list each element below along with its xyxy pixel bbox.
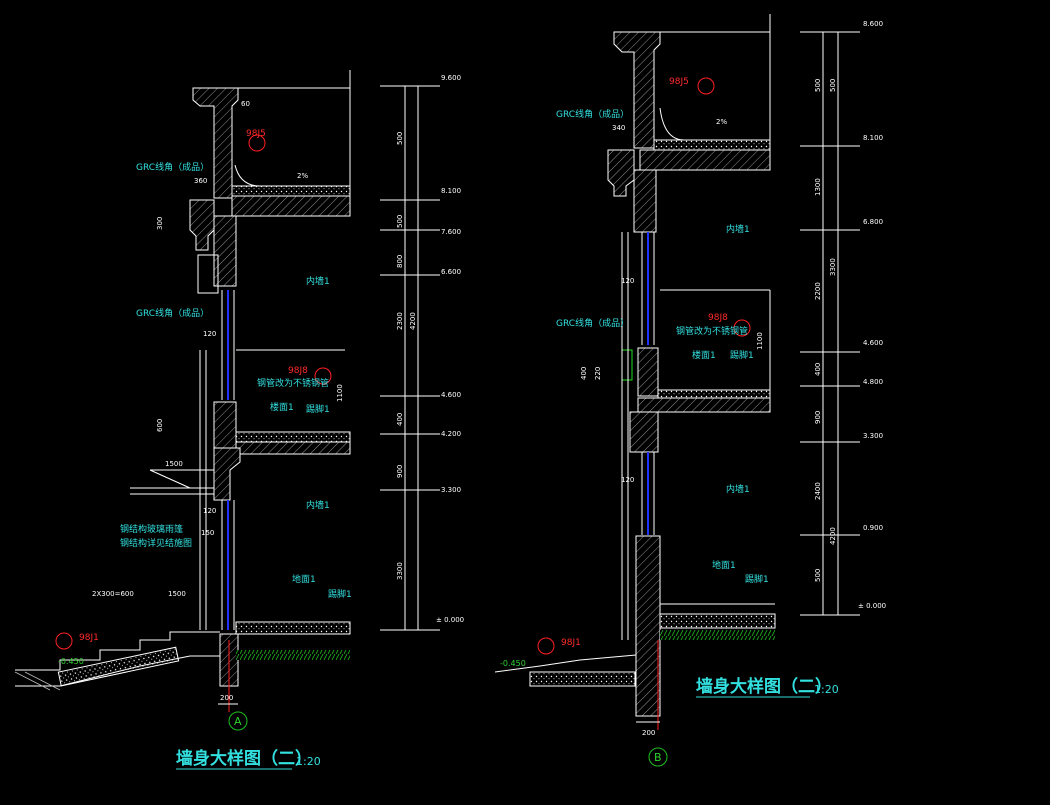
right-ref1: 98J5 [669, 77, 689, 87]
left-text: 9.600 8.100 7.600 6.600 4.600 4.200 3.30… [58, 74, 464, 770]
right-ground: 地面1 [712, 559, 736, 571]
right-d120b: 120 [621, 476, 634, 484]
right-dim-6: 400 [814, 363, 822, 376]
right-d1100: 1100 [756, 332, 764, 350]
right-room1: 内墙1 [726, 223, 750, 235]
left-canopy2: 钢结构详见结施图 [120, 537, 192, 549]
right-dim-1: 500 [814, 79, 822, 92]
left-d300: 300 [156, 217, 164, 230]
left-dim-7: 3300 [396, 562, 404, 580]
left-skirt1: 踢脚1 [306, 404, 330, 415]
right-elev-6: 3.300 [863, 432, 883, 440]
left-parapet [192, 87, 239, 199]
left-d60: 60 [241, 100, 250, 108]
left-dim-5: 400 [396, 413, 404, 426]
left-d1100: 1100 [336, 384, 344, 402]
right-neg: -0.450 [500, 659, 526, 668]
right-elev-2: 8.100 [863, 134, 883, 142]
left-floor1: 楼面1 [270, 401, 294, 413]
right-skirt1: 踢脚1 [730, 350, 754, 361]
right-d120a: 120 [621, 277, 634, 285]
left-grc1: GRC线角（成品） [136, 161, 209, 173]
left-ground: 地面1 [292, 573, 316, 585]
right-elev-4: 4.600 [863, 339, 883, 347]
right-skirt2: 踢脚1 [745, 574, 769, 585]
left-room1: 内墙1 [306, 275, 330, 287]
right-d340: 340 [612, 124, 625, 132]
right-dim-8: 2400 [814, 482, 822, 500]
left-cornice [189, 199, 215, 251]
right-ref2: 98J8 [708, 313, 728, 323]
left-dim-4: 2300 [396, 312, 404, 330]
left-section [14, 70, 440, 731]
right-floor1: 楼面1 [692, 349, 716, 361]
right-dim-2: 500 [829, 79, 837, 92]
left-neg: -0.450 [58, 657, 84, 666]
right-d200: 200 [642, 729, 655, 737]
left-grc2: GRC线角（成品） [136, 307, 209, 319]
right-elev-7: 0.900 [863, 524, 883, 532]
right-d220: 220 [594, 367, 602, 380]
left-elev-6: 4.200 [441, 430, 461, 438]
left-d1500a: 1500 [165, 460, 183, 468]
left-skirt2: 踢脚1 [328, 589, 352, 600]
right-grc2: GRC线角（成品） [556, 317, 629, 329]
right-elev-5: 4.800 [863, 378, 883, 386]
left-elev-5: 4.600 [441, 391, 461, 399]
left-ref1: 98J5 [246, 129, 266, 139]
left-d150: 150 [201, 529, 214, 537]
right-dim-4: 2200 [814, 282, 822, 300]
left-axis-label: A [234, 715, 242, 728]
left-d600: 600 [156, 419, 164, 432]
left-steel: 钢管改为不锈钢管 [257, 377, 329, 389]
left-d200: 200 [220, 694, 233, 702]
left-elev-4: 6.600 [441, 268, 461, 276]
right-cornice [607, 149, 635, 197]
right-parapet [613, 31, 661, 149]
left-dim-2: 500 [396, 215, 404, 228]
right-scale: 1:20 [814, 683, 839, 696]
left-dim-8: 4200 [409, 312, 417, 330]
left-dim-1: 500 [396, 132, 404, 145]
right-slope: 2% [716, 118, 727, 126]
left-d120a: 120 [203, 330, 216, 338]
left-ref3: 98J1 [79, 633, 99, 643]
left-elev-7: 3.300 [441, 486, 461, 494]
left-elev-1: 9.600 [441, 74, 461, 82]
right-elev-8: ± 0.000 [858, 602, 886, 610]
left-slope: 2% [297, 172, 308, 180]
left-d1500b: 1500 [168, 590, 186, 598]
right-dim-9: 4200 [829, 527, 837, 545]
right-dim-5: 3300 [829, 258, 837, 276]
left-dim-3: 800 [396, 255, 404, 268]
left-title: 墙身大样图（二） [176, 748, 312, 769]
right-d400: 400 [580, 367, 588, 380]
left-elev-2: 8.100 [441, 187, 461, 195]
right-steel: 钢管改为不锈钢管 [676, 325, 748, 337]
left-scale: 1:20 [296, 755, 321, 768]
left-step-dim: 2X300=600 [92, 590, 134, 598]
left-elev-8: ± 0.000 [436, 616, 464, 624]
left-d120b: 120 [203, 507, 216, 515]
right-title: 墙身大样图（二） [696, 676, 832, 697]
right-text: 8.600 8.100 6.800 4.600 4.800 3.300 0.90… [500, 20, 886, 764]
left-ref2: 98J8 [288, 366, 308, 376]
left-elev-3: 7.600 [441, 228, 461, 236]
right-elev-1: 8.600 [863, 20, 883, 28]
right-ref3: 98J1 [561, 638, 581, 648]
left-canopy1: 钢结构玻璃雨篷 [120, 523, 183, 535]
left-dim-6: 900 [396, 465, 404, 478]
right-grc1: GRC线角（成品） [556, 108, 629, 120]
right-section [494, 14, 860, 767]
right-elev-3: 6.800 [863, 218, 883, 226]
right-room2: 内墙1 [726, 483, 750, 495]
left-d360: 360 [194, 177, 207, 185]
right-dim-10: 500 [814, 569, 822, 582]
left-room2: 内墙1 [306, 499, 330, 511]
right-axis-label: B [654, 751, 662, 764]
right-dim-3: 1300 [814, 178, 822, 196]
right-dim-7: 900 [814, 411, 822, 424]
